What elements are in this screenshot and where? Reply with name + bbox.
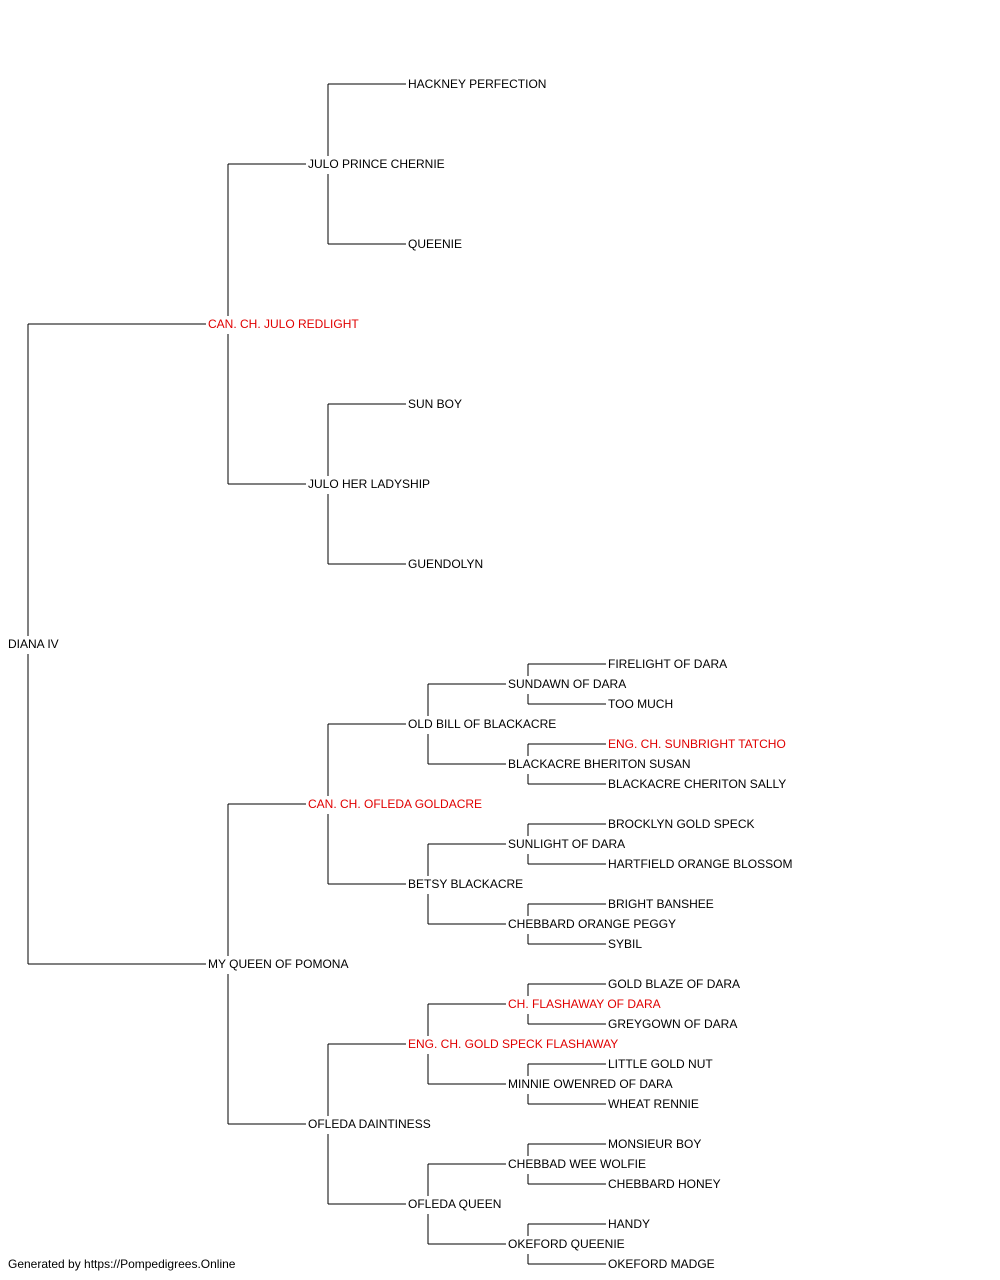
pedigree-node-dam.dam.sire.dam: MINNIE OWENRED OF DARA (508, 1077, 673, 1091)
pedigree-node-dam.sire.dam.dam.dam: SYBIL (608, 937, 642, 951)
pedigree-node-dam.dam.sire.sire: CH. FLASHAWAY OF DARA (508, 997, 661, 1011)
pedigree-node-dam.dam.dam.dam.dam: OKEFORD MADGE (608, 1257, 715, 1271)
pedigree-node-dam.dam.sire.sire.dam: GREYGOWN OF DARA (608, 1017, 737, 1031)
pedigree-node-dam.sire.dam.sire.dam: HARTFIELD ORANGE BLOSSOM (608, 857, 792, 871)
pedigree-node-dam: MY QUEEN OF POMONA (208, 957, 348, 971)
pedigree-node-dam.sire.dam.sire.sire: BROCKLYN GOLD SPECK (608, 817, 754, 831)
pedigree-node-dam.sire.dam.sire: SUNLIGHT OF DARA (508, 837, 625, 851)
pedigree-node-dam.sire.sire.dam.dam: BLACKACRE CHERITON SALLY (608, 777, 786, 791)
pedigree-node-sire.sire.sire: HACKNEY PERFECTION (408, 77, 546, 91)
pedigree-node-dam.dam.dam.dam.sire: HANDY (608, 1217, 650, 1231)
pedigree-node-dam.sire: CAN. CH. OFLEDA GOLDACRE (308, 797, 482, 811)
pedigree-node-sire.dam.dam: GUENDOLYN (408, 557, 483, 571)
pedigree-node-dam.sire.dam.dam.sire: BRIGHT BANSHEE (608, 897, 714, 911)
pedigree-node-dam.sire.sire.dam.sire: ENG. CH. SUNBRIGHT TATCHO (608, 737, 786, 751)
footer-credit: Generated by https://Pompedigrees.Online (8, 1257, 236, 1271)
pedigree-node-sire.dam.sire: SUN BOY (408, 397, 462, 411)
pedigree-node-dam.dam.dam: OFLEDA QUEEN (408, 1197, 501, 1211)
pedigree-node-dam.dam.sire.sire.sire: GOLD BLAZE OF DARA (608, 977, 740, 991)
pedigree-node-dam.sire.sire: OLD BILL OF BLACKACRE (408, 717, 556, 731)
pedigree-node-dam.dam.sire: ENG. CH. GOLD SPECK FLASHAWAY (408, 1037, 618, 1051)
pedigree-node-dam.sire.dam.dam: CHEBBARD ORANGE PEGGY (508, 917, 676, 931)
pedigree-node-dam.sire.dam: BETSY BLACKACRE (408, 877, 523, 891)
pedigree-node-dam.dam.sire.dam.dam: WHEAT RENNIE (608, 1097, 699, 1111)
pedigree-node-dam.dam.dam.sire.sire: MONSIEUR BOY (608, 1137, 701, 1151)
pedigree-node-dam.dam.dam.dam: OKEFORD QUEENIE (508, 1237, 625, 1251)
pedigree-node-dam.dam.dam.sire: CHEBBAD WEE WOLFIE (508, 1157, 646, 1171)
pedigree-node-sire.sire.dam: QUEENIE (408, 237, 462, 251)
pedigree-node-sire: CAN. CH. JULO REDLIGHT (208, 317, 359, 331)
pedigree-node-dam.sire.sire.dam: BLACKACRE BHERITON SUSAN (508, 757, 691, 771)
pedigree-node-subject: DIANA IV (8, 637, 59, 651)
pedigree-node-dam.sire.sire.sire.sire: FIRELIGHT OF DARA (608, 657, 727, 671)
pedigree-node-sire.dam: JULO HER LADYSHIP (308, 477, 430, 491)
pedigree-node-dam.dam: OFLEDA DAINTINESS (308, 1117, 431, 1131)
pedigree-node-dam.sire.sire.sire: SUNDAWN OF DARA (508, 677, 626, 691)
pedigree-node-dam.dam.dam.sire.dam: CHEBBARD HONEY (608, 1177, 721, 1191)
pedigree-node-sire.sire: JULO PRINCE CHERNIE (308, 157, 445, 171)
pedigree-node-dam.sire.sire.sire.dam: TOO MUCH (608, 697, 673, 711)
pedigree-node-dam.dam.sire.dam.sire: LITTLE GOLD NUT (608, 1057, 713, 1071)
